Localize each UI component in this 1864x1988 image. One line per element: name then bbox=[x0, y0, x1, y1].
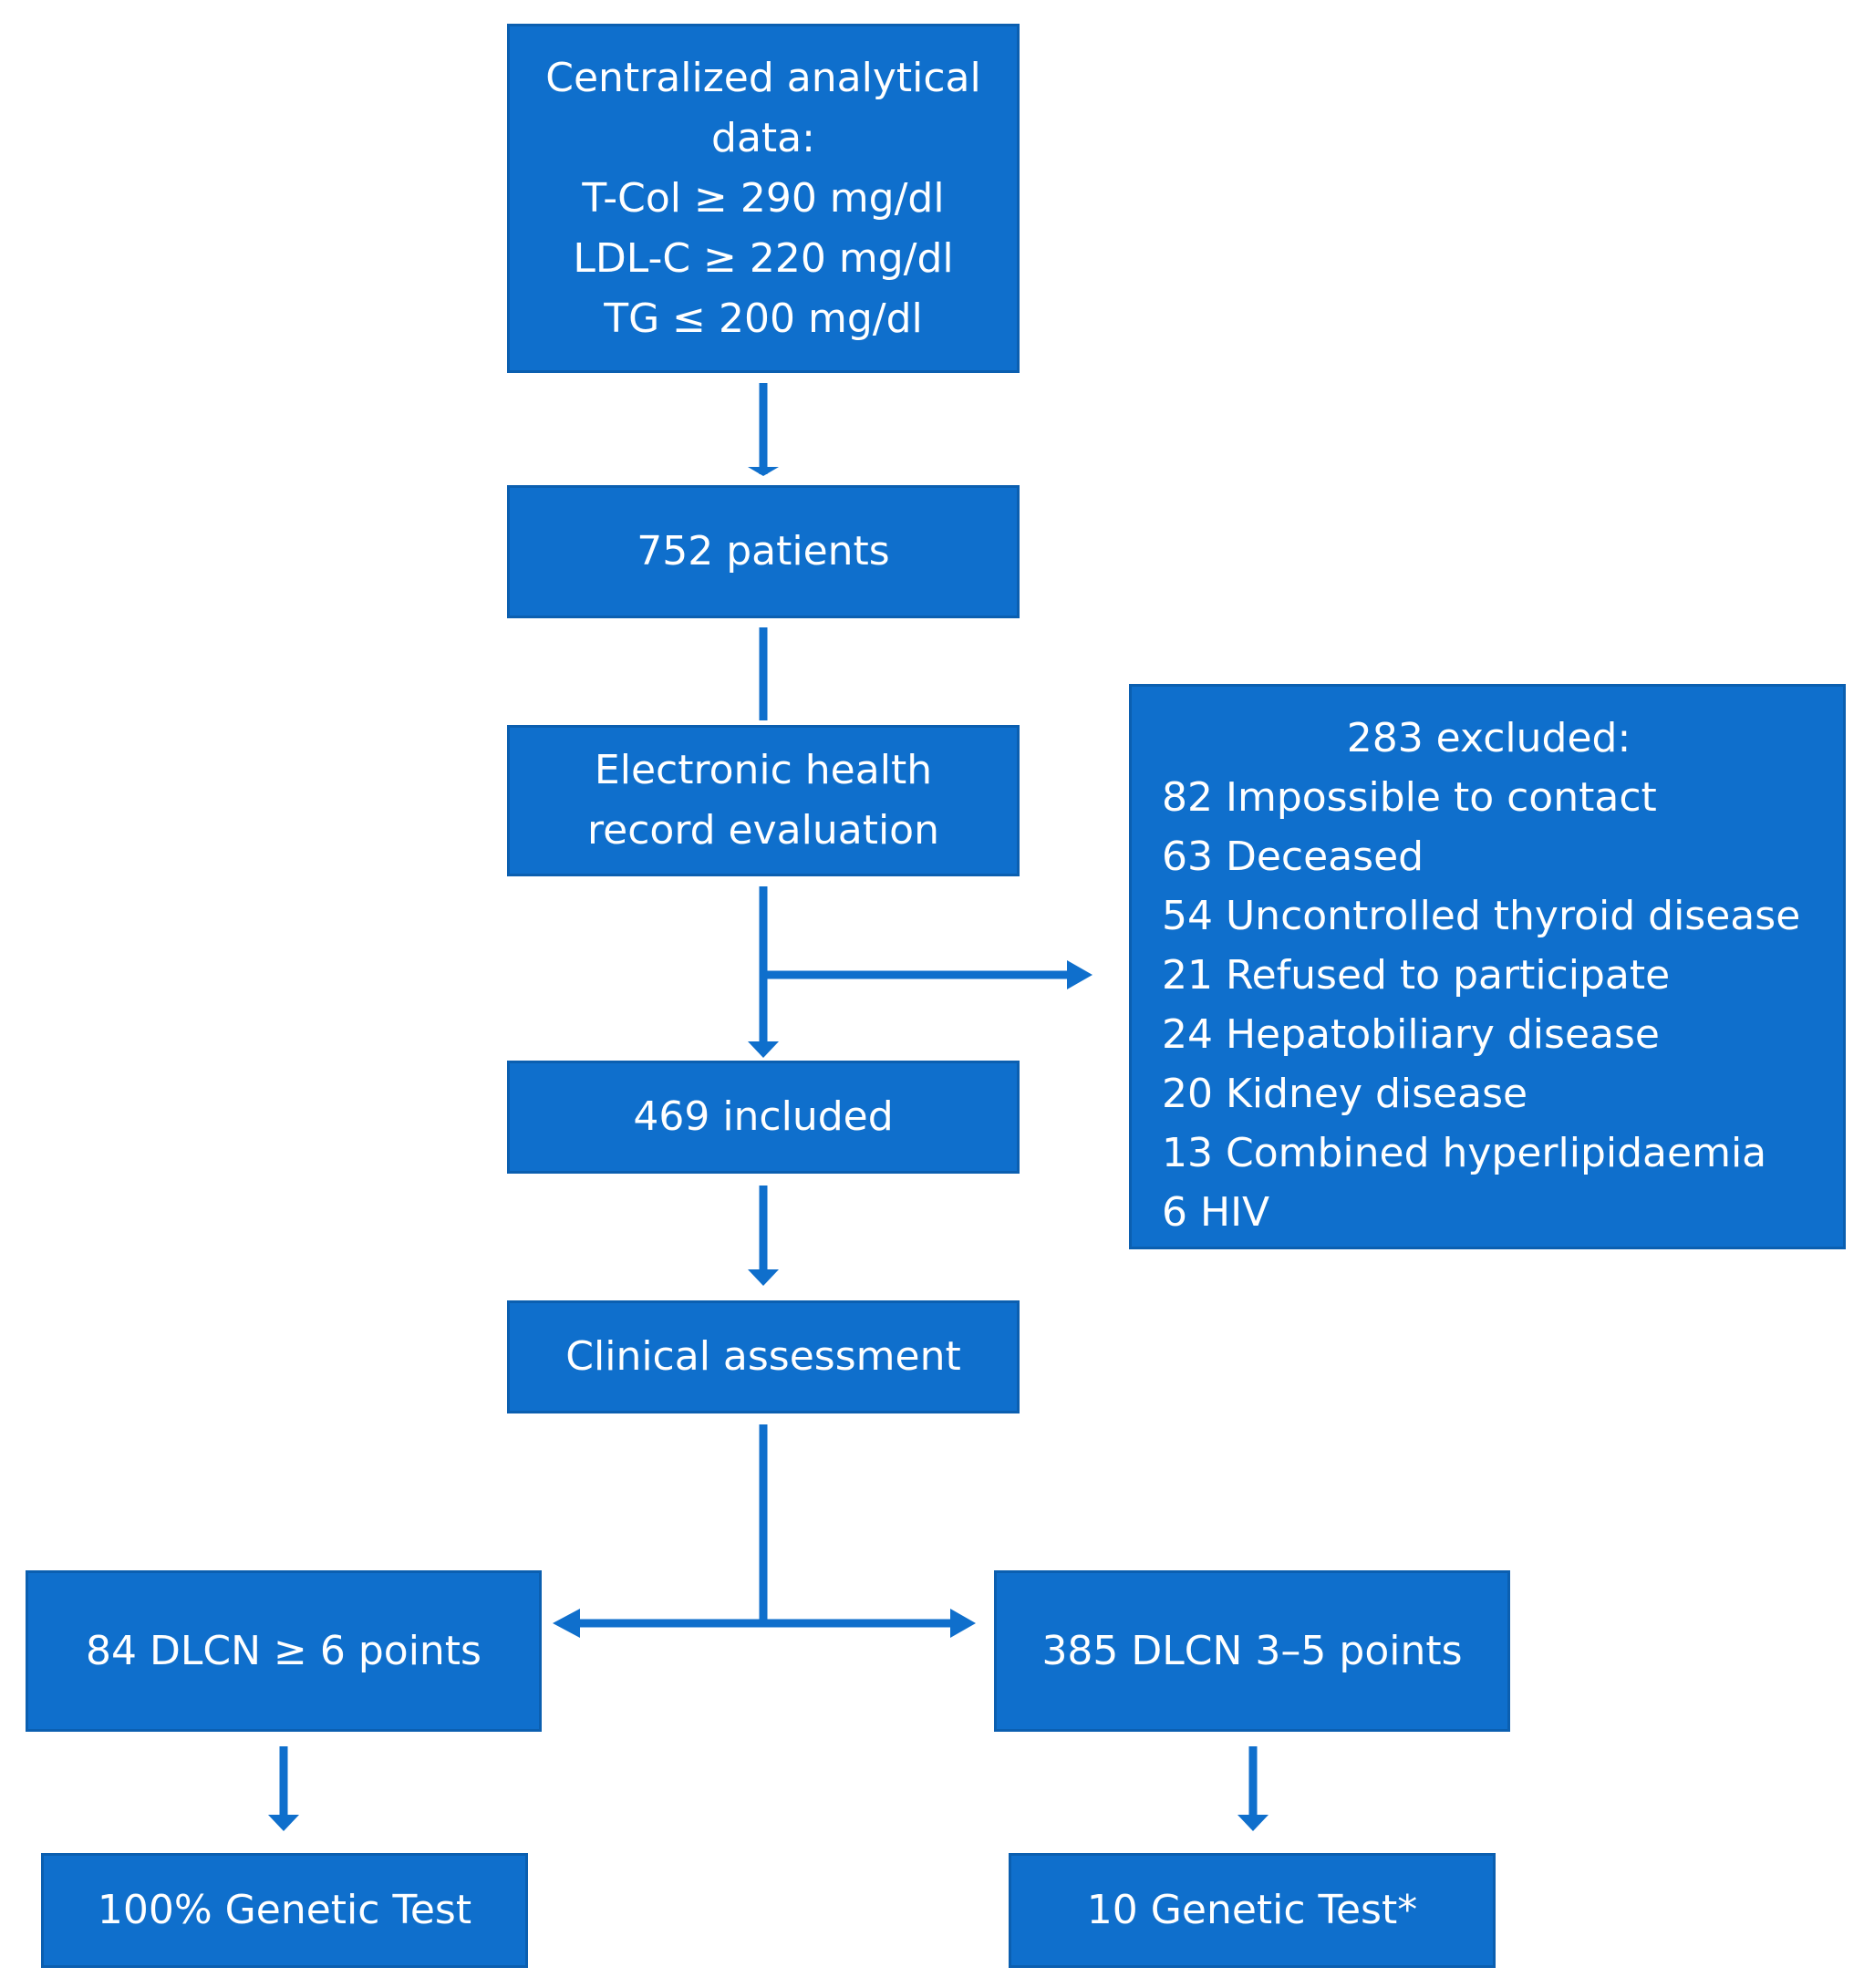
genetic-high-label: 100% Genetic Test bbox=[97, 1887, 472, 1933]
excluded-title: 283 excluded: bbox=[1346, 715, 1631, 761]
start-line-1: Centralized analytical bbox=[545, 54, 981, 101]
dlcn-mid-label: 385 DLCN 3–5 points bbox=[1041, 1627, 1463, 1674]
included-box: 469 included bbox=[507, 1061, 1020, 1174]
genetic-mid-label: 10 Genetic Test* bbox=[1086, 1887, 1418, 1933]
dlcn-mid-box: 385 DLCN 3–5 points bbox=[994, 1570, 1510, 1732]
start-line-5: TG ≤ 200 mg/dl bbox=[604, 295, 923, 342]
excluded-item: 63 Deceased bbox=[1162, 834, 1424, 880]
ehr-evaluation-box: Electronic health record evaluation bbox=[507, 725, 1020, 876]
excluded-item: 82 Impossible to contact bbox=[1162, 774, 1657, 821]
excluded-item: 54 Uncontrolled thyroid disease bbox=[1162, 893, 1801, 939]
start-line-4: LDL-C ≥ 220 mg/dl bbox=[573, 234, 954, 282]
ehr-line-1: Electronic health bbox=[594, 747, 933, 793]
dlcn-high-label: 84 DLCN ≥ 6 points bbox=[86, 1627, 482, 1674]
excluded-item: 13 Combined hyperlipidaemia bbox=[1162, 1130, 1767, 1176]
included-label: 469 included bbox=[633, 1093, 894, 1140]
clinical-assessment-box: Clinical assessment bbox=[507, 1300, 1020, 1413]
excluded-item: 20 Kidney disease bbox=[1162, 1071, 1528, 1117]
ehr-line-2: record evaluation bbox=[587, 807, 939, 854]
start-line-3: T-Col ≥ 290 mg/dl bbox=[582, 174, 945, 222]
genetic-mid-box: 10 Genetic Test* bbox=[1009, 1853, 1496, 1968]
patients-box: 752 patients bbox=[507, 485, 1020, 618]
start-line-2: data: bbox=[711, 114, 815, 161]
clinical-label: Clinical assessment bbox=[565, 1333, 961, 1380]
patients-label: 752 patients bbox=[637, 528, 890, 575]
excluded-item: 21 Refused to participate bbox=[1162, 952, 1671, 999]
excluded-box: 283 excluded: 82 Impossible to contact 6… bbox=[1129, 684, 1846, 1249]
excluded-item: 6 HIV bbox=[1162, 1189, 1270, 1236]
start-criteria-box: Centralized analytical data: T-Col ≥ 290… bbox=[507, 24, 1020, 373]
dlcn-high-box: 84 DLCN ≥ 6 points bbox=[26, 1570, 542, 1732]
excluded-item: 24 Hepatobiliary disease bbox=[1162, 1011, 1660, 1058]
genetic-high-box: 100% Genetic Test bbox=[41, 1853, 528, 1968]
